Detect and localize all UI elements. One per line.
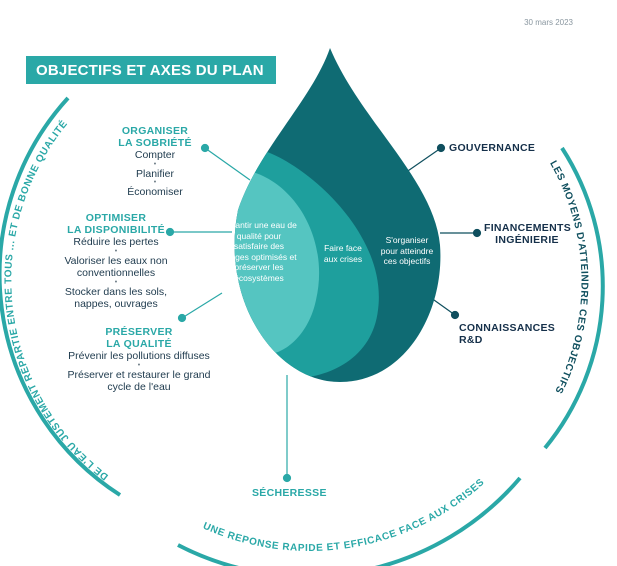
- outer-arc-left: [0, 96, 122, 497]
- connector-dot-qualite: [177, 313, 187, 323]
- group-item: Prévenir les pollutions diffuses: [68, 350, 210, 362]
- label-gouvernance: GOUVERNANCE: [449, 142, 536, 154]
- arc-text-right: LES MOYENS D'ATTEINDRE CES OBJECTIFS: [547, 159, 589, 396]
- label-connaissances: CONNAISSANCES R&D: [459, 322, 556, 346]
- group-item: Planifier: [136, 167, 174, 180]
- drop-text-left: Garantir une eau de qualité pour satisfa…: [221, 220, 297, 283]
- connector-dot-financements: [472, 228, 482, 238]
- group-title: PRÉSERVER LA QUALITÉ: [105, 326, 173, 350]
- drop-text-middle: Faire face aux crises: [323, 243, 363, 264]
- group-qualite: PRÉSERVER LA QUALITÉ Prévenir les pollut…: [64, 326, 214, 394]
- group-sobriete: ORGANISER LA SOBRIÉTÉ Compter • Planifie…: [100, 125, 210, 199]
- group-item: Valoriser les eaux non conventionnelles: [64, 254, 168, 280]
- connector-dot-secheresse: [282, 473, 292, 483]
- drop-text-right: S'organiser pour atteindre ces objectifs: [380, 235, 434, 266]
- group-item: Réduire les pertes: [73, 236, 159, 248]
- group-item: Stocker dans les sols, nappes, ouvrages: [64, 285, 168, 311]
- outer-arc-bottom: [177, 476, 522, 566]
- group-item: Économiser: [127, 186, 183, 198]
- connector-sobriete: [204, 147, 251, 181]
- connector-dot-disponibilite: [165, 227, 175, 237]
- connector-qualite: [181, 292, 223, 319]
- group-disponibilite: OPTIMISER LA DISPONIBILITÉ Réduire les p…: [56, 212, 176, 311]
- page-title: OBJECTIFS ET AXES DU PLAN: [36, 61, 264, 79]
- connector-dot-gouvernance: [436, 143, 446, 153]
- group-item: Préserver et restaurer le grand cycle de…: [67, 368, 211, 394]
- title-banner: OBJECTIFS ET AXES DU PLAN: [26, 56, 276, 84]
- label-financements: FINANCEMENTS INGÉNIERIE: [484, 222, 572, 246]
- label-secheresse: SÉCHERESSE: [252, 487, 327, 499]
- outer-arc-right: [543, 146, 605, 450]
- connector-dot-sobriete: [200, 143, 210, 153]
- date-label: 30 mars 2023: [524, 18, 573, 27]
- connector-dot-connaissances: [450, 310, 460, 320]
- group-item: Compter: [134, 149, 176, 161]
- group-title: OPTIMISER LA DISPONIBILITÉ: [67, 212, 165, 236]
- group-title: ORGANISER LA SOBRIÉTÉ: [118, 125, 192, 149]
